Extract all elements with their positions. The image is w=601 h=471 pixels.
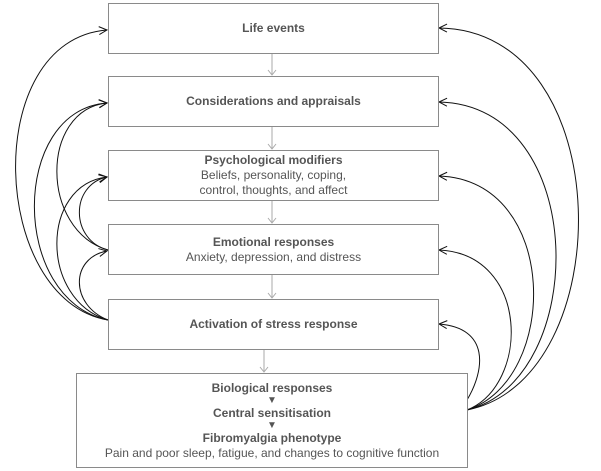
arrow-down-icon: ▼	[267, 394, 277, 406]
box-detail: control, thoughts, and affect	[199, 183, 348, 197]
box-detail: Beliefs, personality, coping,	[200, 168, 347, 182]
central-sensitisation: Central sensitisation	[212, 405, 332, 420]
box-title: Considerations and appraisals	[186, 94, 361, 108]
feedback-right-to-considerations	[439, 102, 557, 411]
box-detail: Anxiety, depression, and distress	[185, 249, 362, 264]
feedback-left-to-psych	[56, 177, 109, 321]
box-psychological-modifiers: Psychological modifiers Beliefs, persona…	[108, 150, 439, 201]
biological-responses: Biological responses	[211, 380, 333, 395]
box-title: Life events	[242, 21, 305, 35]
phenotype-detail: Pain and poor sleep, fatigue, and change…	[104, 445, 440, 460]
box-stress-response: Activation of stress response	[108, 299, 439, 350]
feedback-arrows-right	[439, 28, 579, 411]
fibromyalgia-phenotype: Fibromyalgia phenotype	[202, 430, 342, 445]
box-title: Activation of stress response	[189, 317, 358, 331]
box-title: Psychological modifiers	[204, 153, 343, 167]
feedback-right-to-emotional	[439, 250, 512, 411]
feedback-right-to-psych	[439, 176, 535, 411]
feedback-left-to-considerations-2	[56, 103, 109, 251]
feedback-arrows-left	[15, 30, 109, 321]
box-life-events: Life events	[108, 3, 439, 54]
feedback-right-to-stress	[439, 324, 481, 401]
feedback-left-to-emotional	[78, 251, 109, 321]
feedback-left-to-considerations	[33, 103, 108, 321]
arrow-down-icon: ▼	[267, 419, 277, 431]
box-biological: Biological responses ▼ Central sensitisa…	[76, 373, 468, 468]
feedback-left-to-psych-2	[78, 177, 109, 251]
feedback-left-to-life-events	[15, 30, 108, 321]
feedback-right-to-life-events	[439, 28, 579, 411]
box-considerations: Considerations and appraisals	[108, 76, 439, 127]
box-emotional-responses: Emotional responses Anxiety, depression,…	[108, 224, 439, 275]
box-title: Emotional responses	[212, 234, 335, 249]
flow-arrows	[259, 54, 277, 373]
